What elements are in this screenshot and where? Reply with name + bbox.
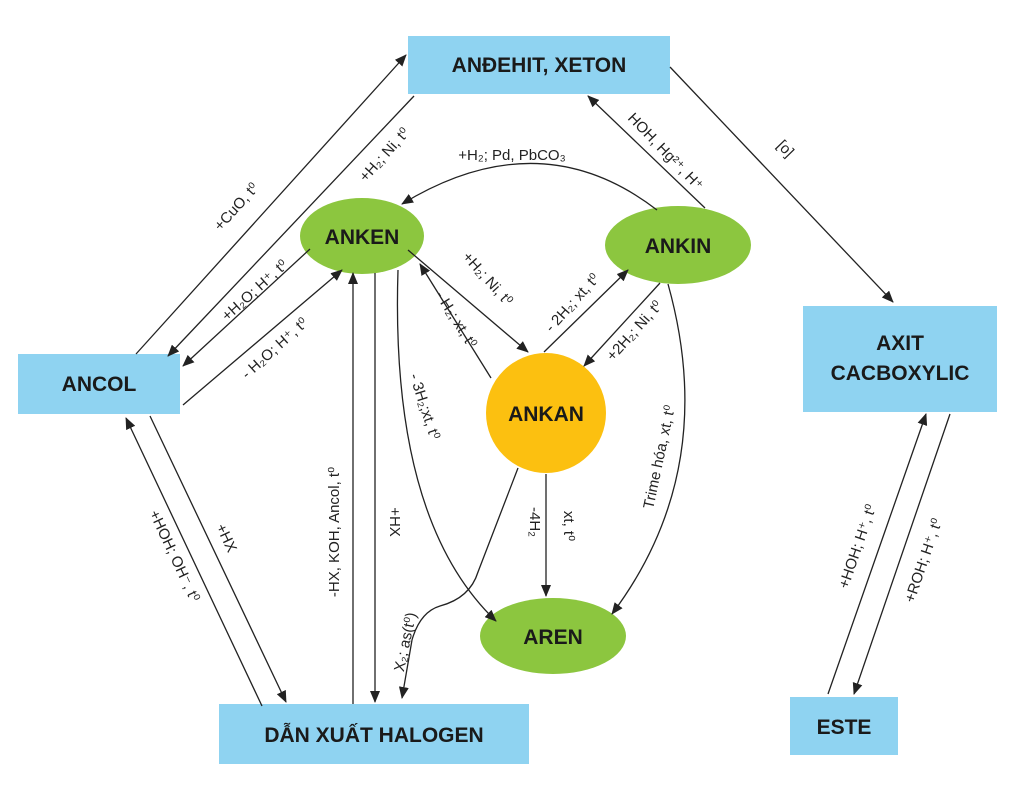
node-dan-xuat-label: DẪN XUẤT HALOGEN [264, 724, 483, 747]
node-ankin-label: ANKIN [645, 235, 712, 258]
edge-ankin-to-anken [401, 162, 658, 211]
node-ancol [18, 354, 180, 414]
edge-ankin-to-aren [611, 283, 686, 615]
edge-ankan-to-dan-xuat [398, 467, 519, 699]
node-dan-xuat-halogen [219, 704, 529, 764]
label-h2-ni-andehit-ancol: +H₂; Ni, t⁰ [356, 125, 413, 186]
label-plus-2h2: +2H₂; Ni, t⁰ [603, 298, 666, 365]
edge-axit-to-este [852, 413, 951, 695]
label-xt-t0: xt, t⁰ [560, 511, 577, 541]
node-este-label: ESTE [817, 716, 872, 739]
edge-anken-to-ancol [182, 248, 311, 367]
label-oxi-hoa: [o] [773, 137, 797, 161]
node-axit-label-line2: CACBOXYLIC [831, 362, 970, 385]
edge-ankin-to-ankan [583, 282, 661, 367]
label-hoh-h-este: +HOH; H⁺, t⁰ [835, 502, 880, 590]
node-este [790, 697, 898, 755]
edge-ankin-to-andehit [587, 95, 706, 209]
label-minus-3h2: - 3H₂;xt, t⁰ [406, 371, 443, 441]
edge-ankan-to-ankin [543, 269, 629, 353]
edge-anken-to-aren [396, 269, 497, 622]
node-ankan-label: ANKAN [508, 403, 584, 426]
node-ankin [605, 206, 751, 284]
label-cuo: +CuO, t⁰ [211, 180, 263, 235]
node-ancol-label: ANCOL [62, 373, 137, 396]
node-anken [300, 198, 424, 274]
node-ankan [486, 353, 606, 473]
label-hoh-hg: HOH, Hg²⁺, H⁺ [624, 110, 706, 194]
node-andehit-xeton [408, 36, 670, 94]
label-trime: Trime hóa, xt, t⁰ [640, 404, 679, 511]
edge-ancol-to-andehit [135, 54, 407, 355]
label-plus-hx-ancol: +HX [212, 521, 240, 555]
edge-ankan-to-anken [419, 263, 492, 379]
edge-andehit-to-axit [669, 66, 894, 303]
edge-este-to-axit [827, 413, 928, 695]
node-aren-label: AREN [523, 626, 583, 649]
label-x2-as: X₂; as(t⁰) [391, 611, 420, 673]
node-andehit-xeton-label: ANĐEHIT, XETON [452, 54, 627, 77]
edge-dan-xuat-to-ancol [125, 417, 263, 707]
label-h2-pd: +H₂; Pd, PbCO₃ [458, 147, 565, 164]
node-aren [480, 598, 626, 674]
label-hoh-oh: +HOH; OH⁻, t⁰ [145, 507, 202, 604]
node-axit-cacboxylic [803, 306, 997, 412]
node-axit-label-line1: AXIT [876, 332, 924, 355]
label-roh-h: +ROH; H⁺, t⁰ [901, 516, 946, 604]
node-anken-label: ANKEN [325, 226, 400, 249]
label-minus-h2-xt: - H₂; xt, t⁰ [432, 288, 481, 352]
edge-ancol-to-anken [182, 269, 343, 406]
label-plus-hx-anken: +HX [386, 507, 403, 537]
label-minus-4h2: -4H₂ [526, 507, 543, 537]
edge-andehit-to-ancol [167, 95, 415, 357]
edge-ancol-to-dan-xuat [149, 415, 287, 703]
label-hx-koh: -HX, KOH, Ancol, t⁰ [326, 467, 343, 597]
